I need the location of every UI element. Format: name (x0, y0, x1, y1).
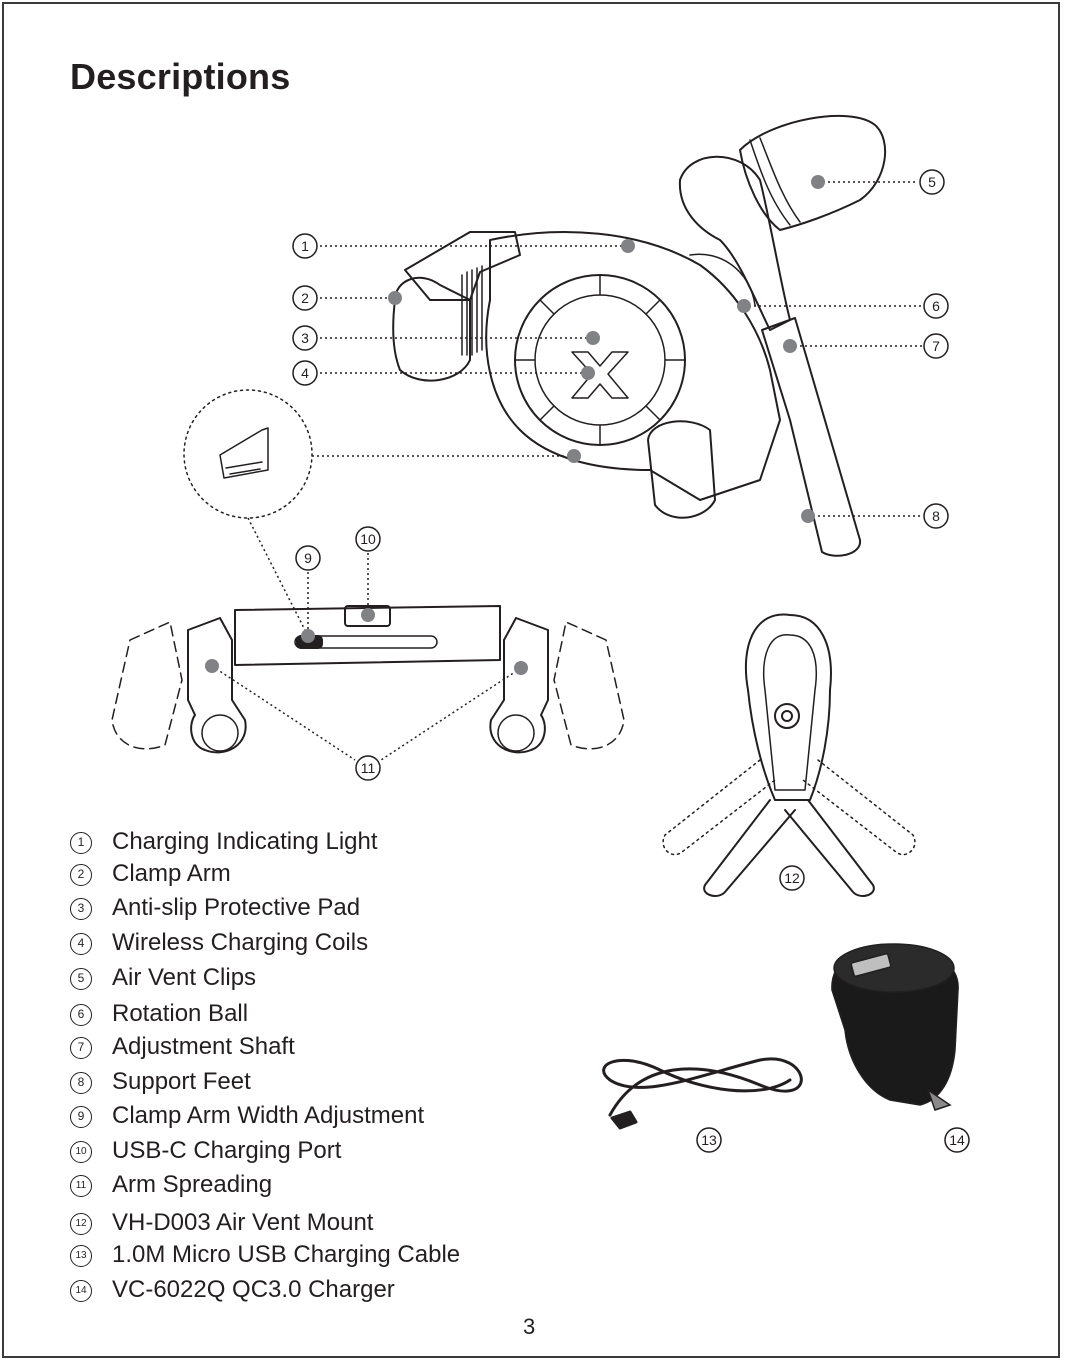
svg-text:8: 8 (932, 508, 940, 524)
car-charger (831, 943, 959, 1111)
callout-2: 2 (292, 285, 318, 311)
page-number: 3 (523, 1314, 536, 1339)
callout-13: 13 (696, 1127, 722, 1153)
svg-text:14: 14 (949, 1132, 965, 1148)
callout-8: 8 (923, 503, 949, 529)
svg-text:12: 12 (784, 870, 800, 886)
svg-text:2: 2 (301, 290, 309, 306)
callout-6: 6 (923, 293, 949, 319)
page-title: Descriptions (70, 56, 291, 97)
callout-9: 9 (295, 545, 321, 571)
svg-text:13: 13 (701, 1132, 717, 1148)
callout-3: 3 (292, 325, 318, 351)
svg-text:5: 5 (928, 174, 936, 190)
callout-4: 4 (292, 360, 318, 386)
micro-usb-cable (602, 1057, 803, 1130)
svg-text:11: 11 (361, 760, 376, 776)
svg-text:4: 4 (301, 365, 309, 381)
svg-text:3: 3 (301, 330, 309, 346)
svg-text:9: 9 (304, 550, 312, 566)
svg-text:1: 1 (301, 238, 309, 254)
mount-side-view (662, 613, 916, 897)
callout-10: 10 (355, 526, 381, 552)
callout-14: 14 (944, 1127, 970, 1153)
callout-12: 12 (779, 865, 805, 891)
callout-1: 1 (292, 233, 318, 259)
mount-main-view (392, 114, 887, 557)
callout-5: 5 (919, 169, 945, 195)
callout-7: 7 (923, 333, 949, 359)
svg-text:7: 7 (932, 338, 940, 354)
mount-top-view (111, 605, 625, 754)
callout-markers: 1 2 3 4 5 6 7 8 9 10 11 12 13 14 (292, 169, 970, 1153)
svg-text:10: 10 (360, 531, 376, 547)
svg-text:6: 6 (932, 298, 940, 314)
adjuster-zoom-icon (219, 427, 269, 479)
callout-11: 11 (355, 755, 381, 781)
